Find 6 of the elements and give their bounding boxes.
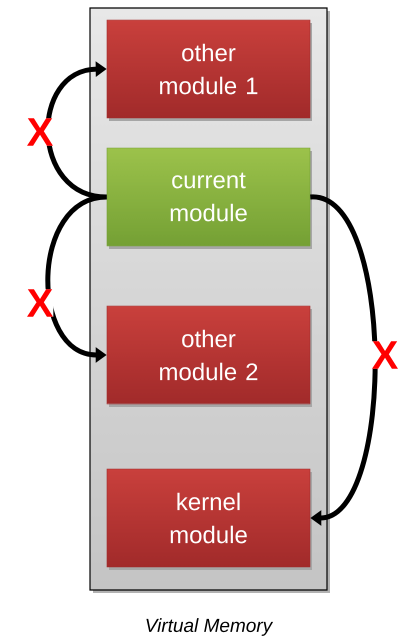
cross-mark: X [372,341,398,369]
arrow [310,194,378,526]
cross-mark: X [26,118,54,146]
box-label: Virtual Memory [146,618,274,636]
arrow [45,61,108,200]
cross-mark: X [26,289,54,317]
